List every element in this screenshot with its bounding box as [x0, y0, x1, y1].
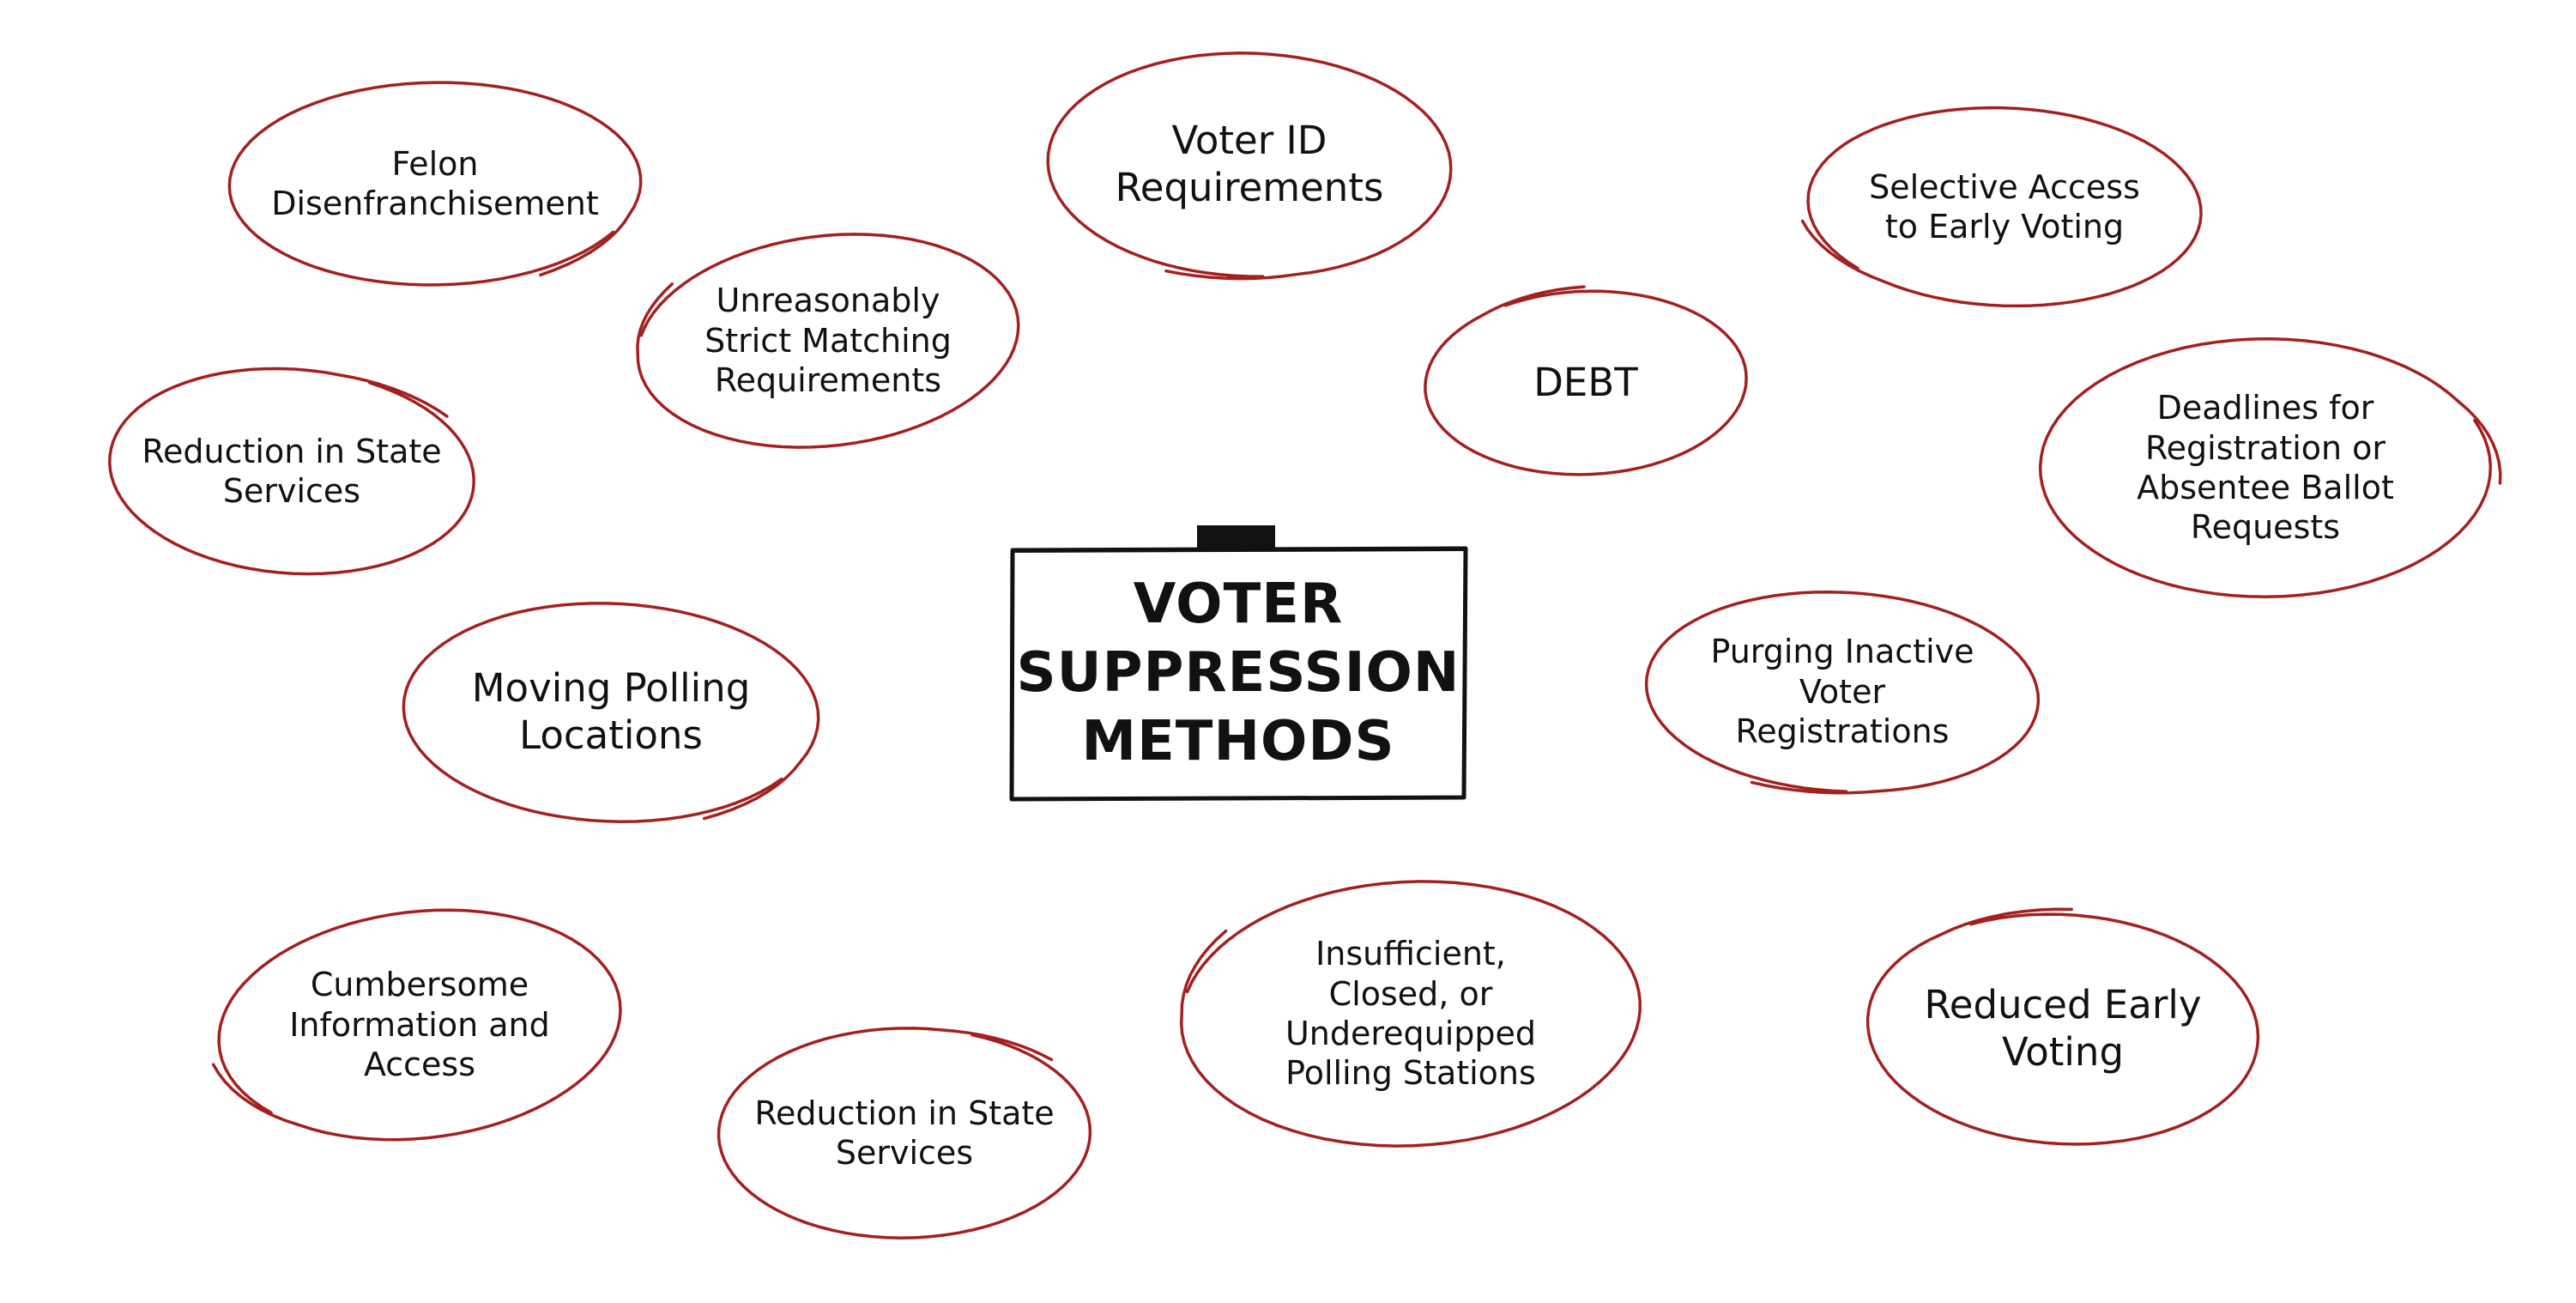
method-label: Moving Polling Locations — [471, 665, 751, 758]
method-cumbersome-information-access: Cumbersome Information and Access — [211, 905, 623, 1145]
method-label: Selective Access to Early Voting — [1869, 167, 2140, 245]
method-voter-id-requirements: Voter ID Requirements — [1046, 45, 1453, 285]
method-reduction-in-state-services: Reduction in State Services — [98, 367, 486, 576]
ring-stroke — [717, 1027, 1092, 1239]
ring-outline — [227, 81, 643, 287]
method-label: Insufficient, Closed, or Underequipped P… — [1285, 935, 1537, 1093]
method-moving-polling-locations: Moving Polling Locations — [402, 596, 820, 829]
method-label: Felon Disenfranchisement — [271, 144, 599, 222]
tape-strip — [1197, 525, 1275, 551]
ring-outline — [636, 233, 1020, 449]
ring-outline — [1046, 52, 1453, 281]
ring-stroke — [2038, 336, 2502, 599]
method-label: Cumbersome Information and Access — [289, 966, 550, 1084]
method-label: Unreasonably Strict Matching Requirement… — [704, 282, 952, 400]
method-insufficient-polling-stations: Insufficient, Closed, or Underequipped P… — [1172, 879, 1649, 1148]
ring-stroke — [402, 602, 820, 823]
title-box-frame — [1009, 525, 1468, 802]
ring-stroke — [1865, 907, 2260, 1146]
ring-outline — [211, 908, 622, 1142]
central-title-box: VOTER SUPPRESSION METHODS — [1009, 525, 1468, 802]
method-purging-inactive-registrations: Purging Inactive Voter Registrations — [1644, 584, 2041, 800]
ring-stroke — [1424, 285, 1748, 476]
ring-stroke — [1644, 590, 2041, 795]
method-registration-absentee-deadlines: Deadlines for Registration or Absentee B… — [2034, 335, 2502, 601]
ring-stroke — [1179, 880, 1642, 1148]
method-label: Reduction in State Services — [142, 432, 442, 510]
method-label: Reduction in State Services — [754, 1094, 1055, 1172]
ring-outline — [1800, 106, 2203, 308]
method-strict-matching-requirements: Unreasonably Strict Matching Requirement… — [633, 230, 1023, 452]
ring-outline — [108, 367, 475, 576]
ring-outline — [1179, 880, 1642, 1148]
ring-stroke — [108, 367, 475, 576]
ring-stroke — [636, 233, 1020, 449]
method-selective-access-early-voting: Selective Access to Early Voting — [1800, 100, 2203, 314]
ring-outline — [2038, 336, 2502, 599]
ring-outline — [1424, 285, 1748, 476]
method-debt: DEBT — [1416, 285, 1756, 477]
ring-stroke — [1046, 52, 1453, 281]
ring-outline — [1644, 590, 2041, 795]
method-label: Reduced Early Voting — [1924, 982, 2202, 1075]
ring-stroke — [227, 81, 643, 287]
method-label: Purging Inactive Voter Registrations — [1710, 633, 1974, 751]
ring-outline — [717, 1027, 1092, 1239]
method-label: DEBT — [1533, 359, 1638, 405]
diagram-title: VOTER SUPPRESSION METHODS — [1016, 573, 1460, 773]
ring-outline — [1865, 907, 2260, 1146]
ring-stroke — [211, 908, 622, 1142]
method-felon-disenfranchisement: Felon Disenfranchisement — [225, 77, 645, 290]
method-reduced-early-voting: Reduced Early Voting — [1855, 907, 2271, 1146]
ring-stroke — [1800, 106, 2203, 308]
method-label: Deadlines for Registration or Absentee B… — [2137, 389, 2394, 547]
method-reduction-in-state-services-2: Reduction in State Services — [711, 1025, 1098, 1241]
ring-outline — [402, 602, 820, 823]
method-label: Voter ID Requirements — [1115, 118, 1384, 210]
